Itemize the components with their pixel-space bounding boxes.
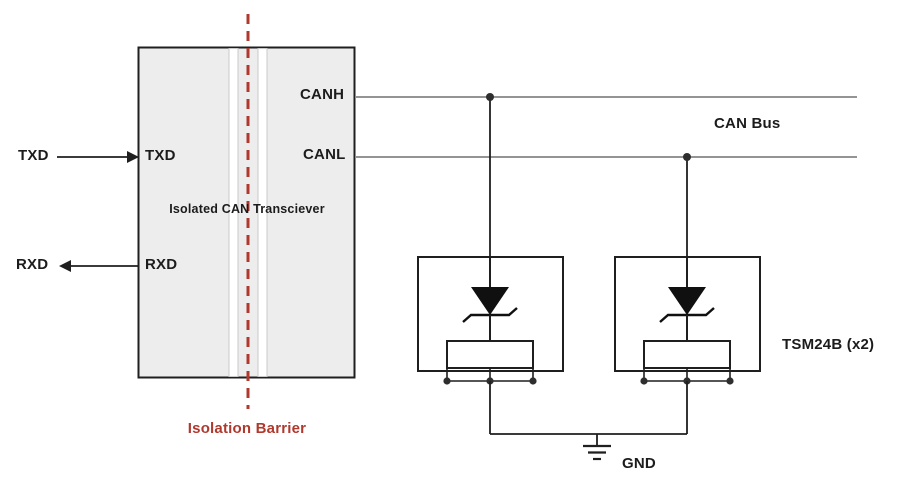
tvs2-base-block	[643, 340, 731, 369]
txd-pin-label: TXD	[145, 147, 176, 164]
can-bus-label: CAN Bus	[714, 115, 781, 132]
txd-external-label: TXD	[18, 147, 49, 164]
txd-arrowhead-icon	[127, 151, 139, 163]
tvs1-pin-dot	[443, 377, 451, 385]
tvs2-pin-stubs	[643, 368, 731, 382]
tvs2-diode-icon	[668, 287, 706, 315]
isolation-barrier-label: Isolation Barrier	[187, 420, 307, 437]
transceiver-label: Isolated CAN Transciever	[169, 202, 325, 216]
tvs2-pin-dot	[640, 377, 648, 385]
tvs1-diode-icon	[471, 287, 509, 315]
tvs1-pin-dot	[529, 377, 537, 385]
tvs-part-label: TSM24B (x2)	[782, 336, 875, 353]
tvs1-base-block	[446, 340, 534, 369]
rxd-external-label: RXD	[16, 256, 49, 273]
gnd-label: GND	[622, 455, 656, 472]
ground-symbol-icon	[583, 444, 611, 461]
ground-rail-wire	[489, 381, 688, 446]
barrier-stripe-left	[228, 48, 239, 377]
canh-junction-dot	[486, 93, 494, 101]
rxd-arrowhead-icon	[59, 260, 71, 272]
tvs-device-2	[614, 256, 761, 385]
tvs1-pin-stubs	[446, 368, 534, 382]
canh-pin-label: CANH	[300, 86, 345, 103]
canl-pin-label: CANL	[303, 146, 346, 163]
tvs-device-1	[417, 256, 564, 385]
rxd-pin-label: RXD	[145, 256, 178, 273]
tvs2-pin-dot	[726, 377, 734, 385]
barrier-stripe-right	[257, 48, 268, 377]
canl-junction-dot	[683, 153, 691, 161]
